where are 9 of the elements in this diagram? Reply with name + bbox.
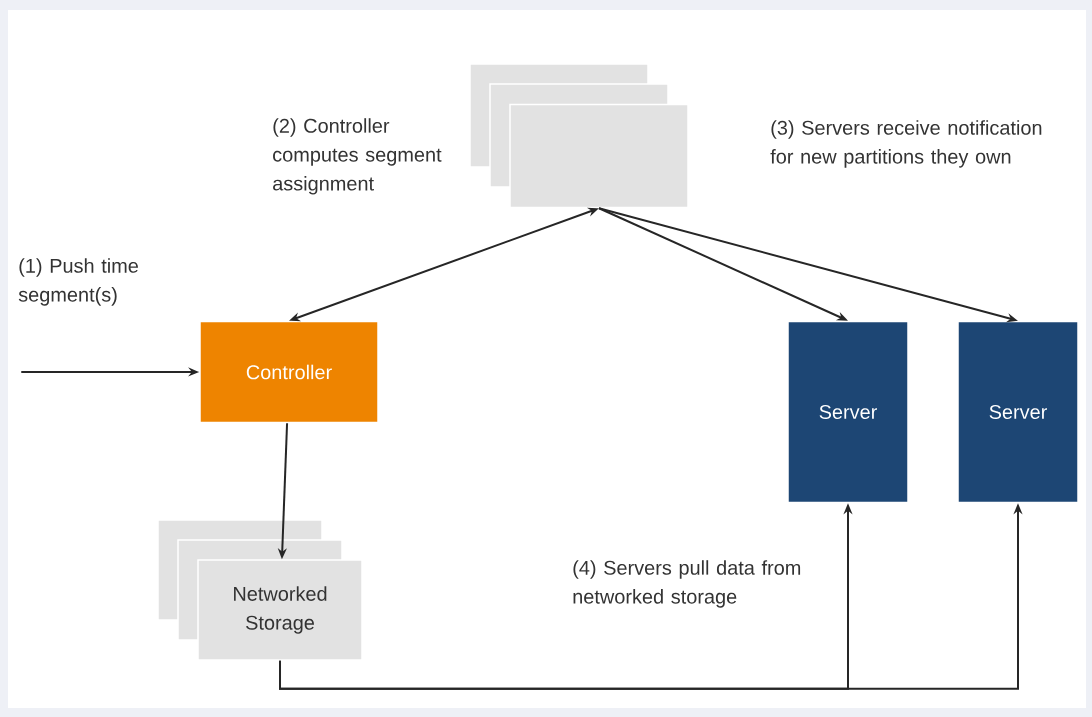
step-note: (2) Controller computes segment assignment	[273, 118, 442, 195]
step-note: (3) Servers receive notification for new partitions they own	[770, 120, 1042, 168]
server-box: Server	[787, 320, 909, 504]
process-box: Controller	[199, 320, 379, 424]
stacked-box	[469, 63, 689, 209]
step-note: (1) Push time segment(s)	[18, 258, 138, 306]
step-note: (4) Servers pull data from networked storage	[573, 560, 801, 608]
server-box: Server	[957, 320, 1079, 504]
storage-box: Networked Storage	[157, 519, 363, 661]
